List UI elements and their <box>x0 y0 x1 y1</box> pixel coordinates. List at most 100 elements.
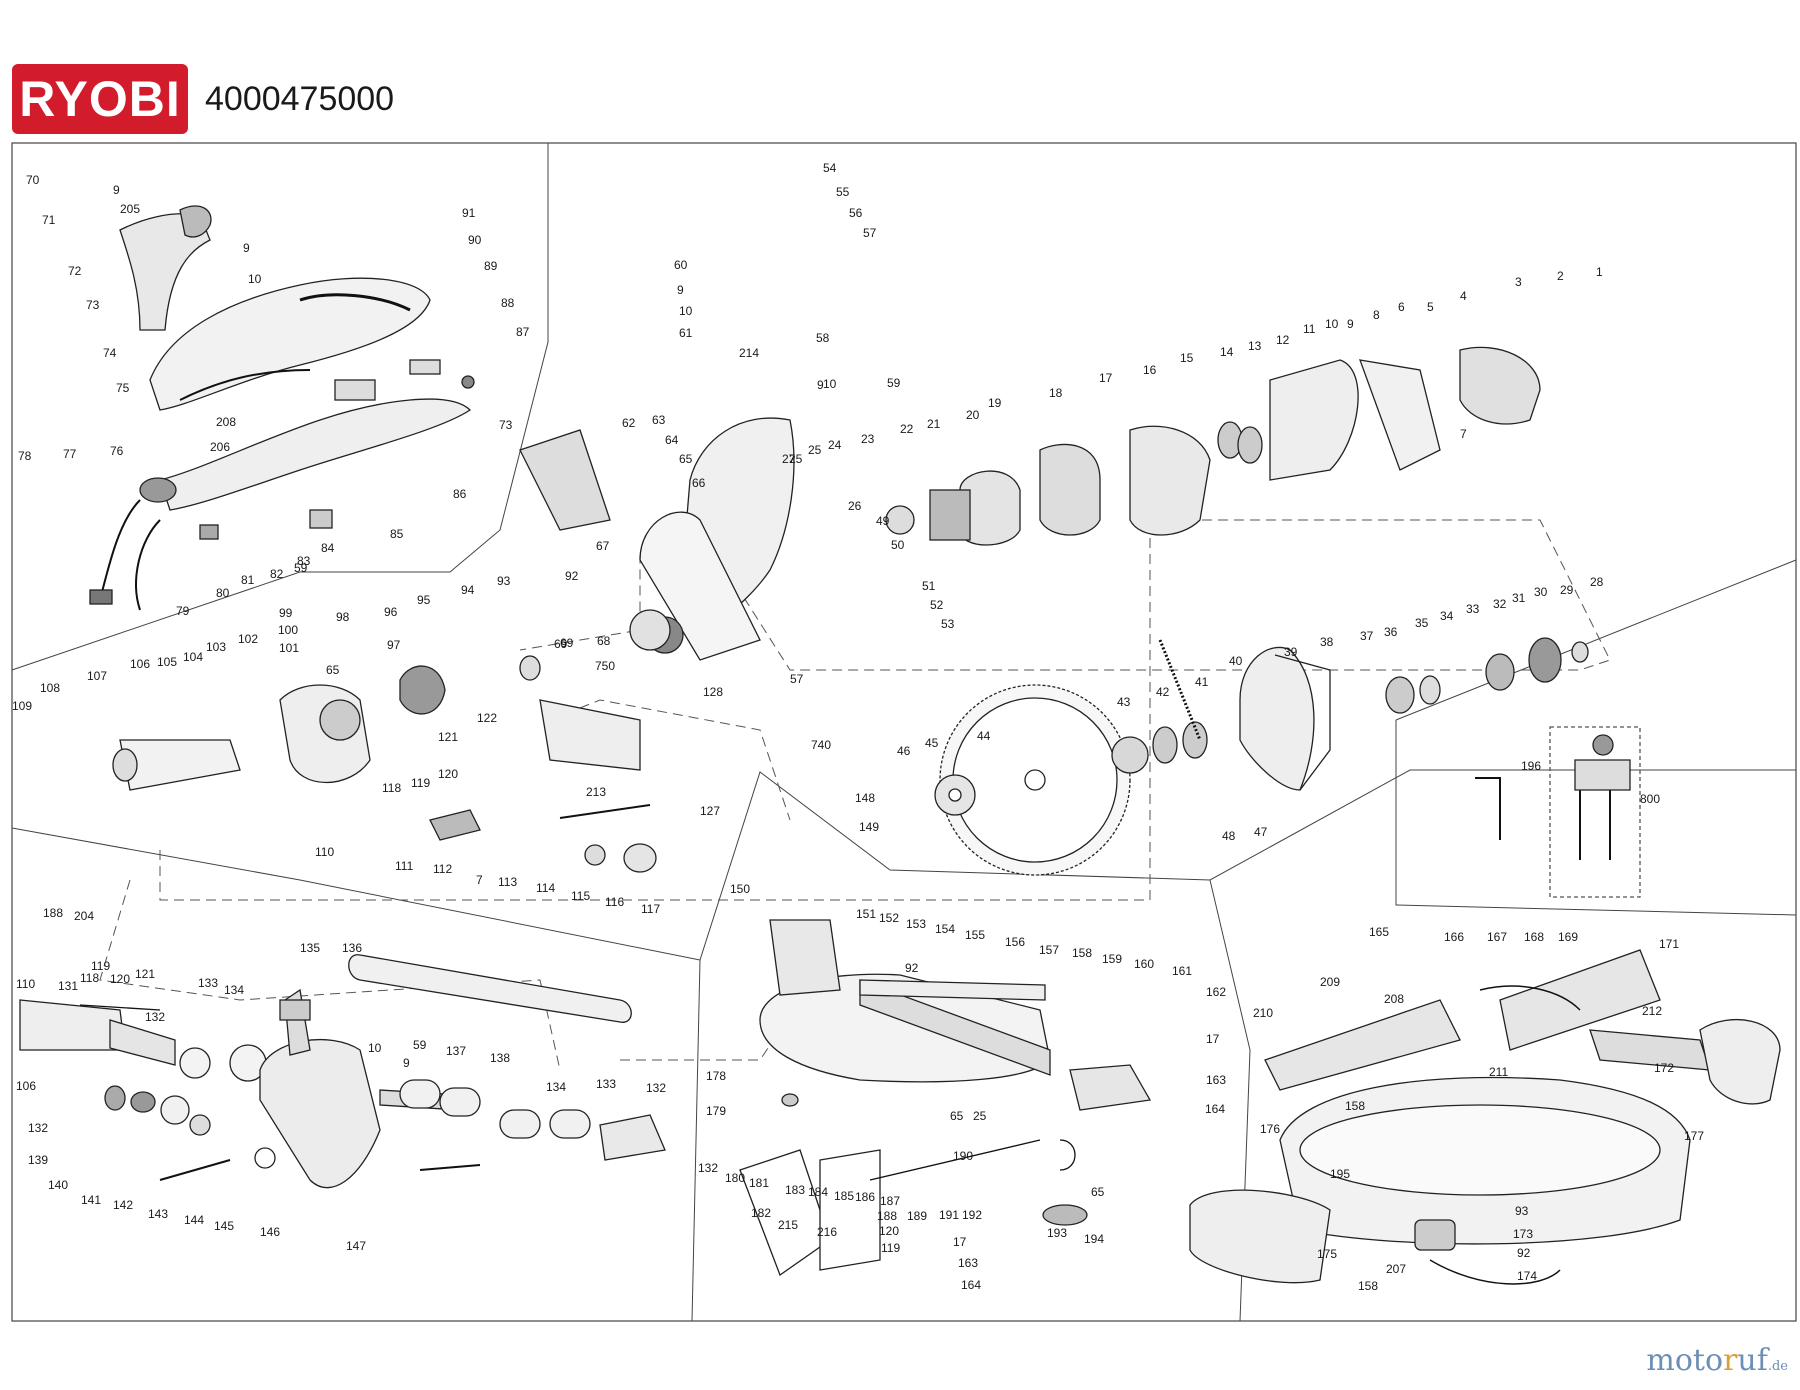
part-label-127: 127 <box>700 804 720 818</box>
part-label-180: 180 <box>725 1171 745 1185</box>
part-label-112: 112 <box>433 862 452 876</box>
part-label-215: 215 <box>778 1218 798 1232</box>
part-label-208: 208 <box>216 415 236 429</box>
part-label-105: 105 <box>157 655 177 669</box>
part-label-188: 188 <box>43 906 63 920</box>
part-label-210: 210 <box>1253 1006 1273 1020</box>
part-label-16: 16 <box>1143 363 1157 377</box>
part-label-42: 42 <box>1156 685 1170 699</box>
part-label-149: 149 <box>859 820 879 834</box>
part-label-133: 133 <box>198 976 218 990</box>
part-label-150: 150 <box>730 882 750 896</box>
part-label-190: 190 <box>953 1149 973 1163</box>
part-label-740: 740 <box>811 738 831 752</box>
part-label-113: 113 <box>498 875 517 889</box>
part-label-17: 17 <box>1099 371 1113 385</box>
part-label-73: 73 <box>86 298 100 312</box>
part-label-17: 17 <box>953 1235 967 1249</box>
part-label-121: 121 <box>135 967 155 981</box>
part-label-121: 121 <box>438 730 458 744</box>
part-label-9: 9 <box>113 183 120 197</box>
part-label-4: 4 <box>1460 289 1467 303</box>
part-label-24: 24 <box>828 438 842 452</box>
part-label-120: 120 <box>879 1224 899 1238</box>
part-label-22: 22 <box>900 422 914 436</box>
part-label-66: 66 <box>692 476 706 490</box>
part-label-13: 13 <box>1248 339 1262 353</box>
brand-name: RYOBI <box>19 71 181 127</box>
part-label-28: 28 <box>1590 575 1604 589</box>
part-label-161: 161 <box>1172 964 1192 978</box>
part-label-6: 6 <box>1398 300 1405 314</box>
assembly-guide-line <box>159 519 1611 901</box>
part-label-5: 5 <box>1427 300 1434 314</box>
part-label-208: 208 <box>1384 992 1404 1006</box>
part-label-86: 86 <box>453 487 467 501</box>
part-label-72: 72 <box>68 264 82 278</box>
part-label-10: 10 <box>368 1041 382 1055</box>
part-label-95: 95 <box>417 593 431 607</box>
watermark-text-pre: moto <box>1646 1343 1724 1378</box>
part-label-135: 135 <box>300 941 320 955</box>
part-label-29: 29 <box>1560 583 1574 597</box>
section-divider-rail <box>11 827 701 961</box>
part-label-184: 184 <box>808 1185 828 1199</box>
part-label-216: 216 <box>817 1225 837 1239</box>
pivot-assembly <box>112 609 671 873</box>
part-label-10: 10 <box>823 377 837 391</box>
part-label-132: 132 <box>698 1161 718 1175</box>
part-label-102: 102 <box>238 632 258 646</box>
part-label-67: 67 <box>596 539 610 553</box>
part-label-80: 80 <box>216 586 230 600</box>
part-label-25: 25 <box>973 1109 987 1123</box>
part-label-133: 133 <box>596 1077 616 1091</box>
part-label-186: 186 <box>855 1190 875 1204</box>
part-label-173: 173 <box>1513 1227 1533 1241</box>
part-label-68: 68 <box>597 634 611 648</box>
part-label-59: 59 <box>294 561 308 575</box>
part-label-27: 27 <box>782 452 796 466</box>
part-label-85: 85 <box>390 527 404 541</box>
part-label-18: 18 <box>1049 386 1063 400</box>
part-label-101: 101 <box>279 641 299 655</box>
watermark-suffix: .de <box>1767 1359 1788 1374</box>
part-label-212: 212 <box>1642 1004 1662 1018</box>
part-label-82: 82 <box>270 567 284 581</box>
part-label-178: 178 <box>706 1069 726 1083</box>
part-label-206: 206 <box>210 440 230 454</box>
part-label-182: 182 <box>751 1206 771 1220</box>
part-label-151: 151 <box>856 907 876 921</box>
part-label-189: 189 <box>907 1209 927 1223</box>
section-divider-handle <box>11 143 549 671</box>
part-label-8: 8 <box>1373 308 1380 322</box>
part-label-53: 53 <box>941 617 955 631</box>
part-label-40: 40 <box>1229 654 1243 668</box>
part-label-69: 69 <box>554 637 568 651</box>
part-label-163: 163 <box>958 1256 978 1270</box>
diagram-frame <box>11 142 1797 1322</box>
part-label-167: 167 <box>1487 930 1507 944</box>
part-label-106: 106 <box>16 1079 36 1093</box>
part-label-96: 96 <box>384 605 398 619</box>
part-label-187: 187 <box>880 1194 900 1208</box>
part-label-119: 119 <box>411 776 430 790</box>
part-label-14: 14 <box>1220 345 1234 359</box>
part-label-193: 193 <box>1047 1226 1067 1240</box>
part-label-9: 9 <box>677 283 684 297</box>
part-label-169: 169 <box>1558 930 1578 944</box>
motor-assembly <box>519 346 1541 661</box>
part-label-65: 65 <box>1091 1185 1105 1199</box>
part-label-75: 75 <box>116 381 130 395</box>
section-divider-table <box>691 769 1796 1322</box>
part-label-47: 47 <box>1254 825 1268 839</box>
part-label-45: 45 <box>925 736 939 750</box>
part-label-93: 93 <box>1515 1204 1529 1218</box>
part-label-99: 99 <box>279 606 293 620</box>
part-label-41: 41 <box>1195 675 1209 689</box>
part-label-9: 9 <box>1347 317 1354 331</box>
part-label-140: 140 <box>48 1178 68 1192</box>
part-label-132: 132 <box>145 1010 165 1024</box>
part-label-31: 31 <box>1512 591 1526 605</box>
part-label-139: 139 <box>28 1153 48 1167</box>
